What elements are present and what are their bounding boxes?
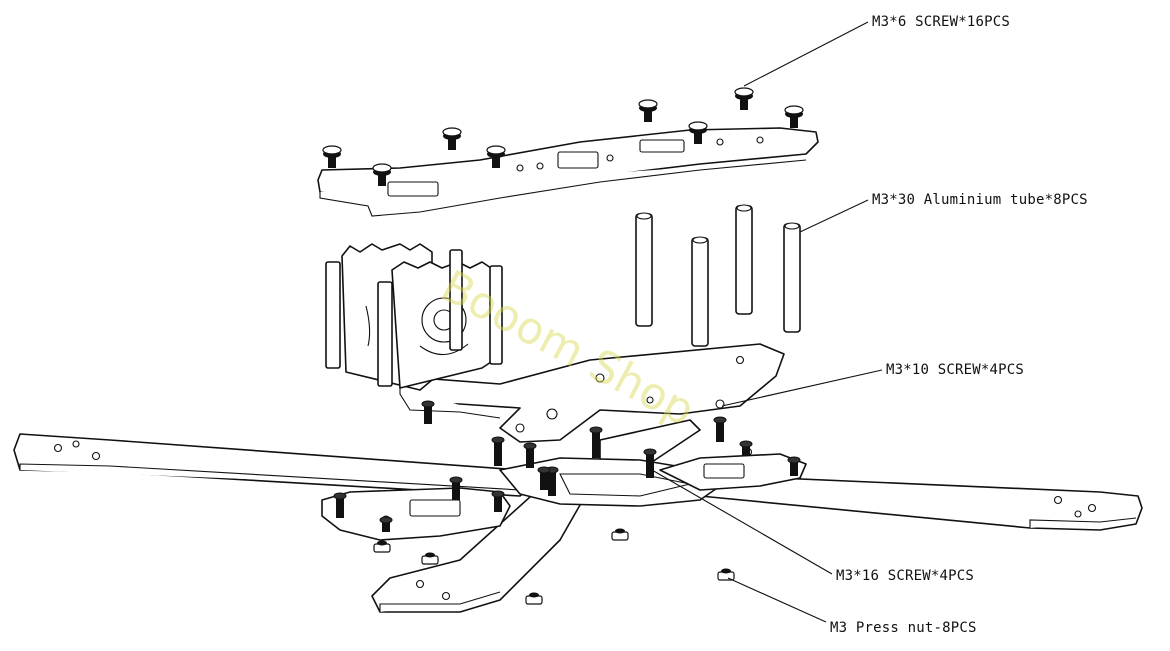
- leader-m3x10: [721, 369, 883, 407]
- m3x6-screw: [784, 105, 804, 128]
- black-screw: [739, 440, 753, 456]
- m3x6-screw: [442, 127, 462, 150]
- black-screw: [491, 490, 505, 512]
- aluminium-tubes: [635, 204, 801, 347]
- press-nut: [421, 552, 439, 565]
- black-screw: [379, 516, 393, 532]
- leader-press-nut: [727, 577, 827, 623]
- label-m3x6-screw: M3*6 SCREW*16PCS: [872, 14, 1010, 30]
- m3x6-screw: [372, 163, 392, 186]
- m3x6-screw: [486, 145, 506, 168]
- black-screw: [537, 466, 551, 490]
- bottom-frame: [13, 419, 1143, 613]
- black-screw: [589, 426, 603, 458]
- black-screw: [333, 492, 347, 518]
- black-screw: [491, 436, 505, 466]
- top-plate: [317, 127, 819, 217]
- m3x6-screw: [638, 99, 658, 122]
- leader-m3x6: [743, 21, 869, 87]
- black-screw: [713, 416, 727, 442]
- press-nut: [611, 528, 629, 541]
- black-screw: [523, 442, 537, 468]
- m3x6-screw: [734, 87, 754, 110]
- leader-tube: [799, 199, 869, 233]
- press-nut: [373, 540, 391, 553]
- black-screws: [333, 400, 801, 532]
- camera-side-plates: [325, 243, 503, 391]
- leader-m3x16: [651, 469, 833, 575]
- label-m3x16-screw: M3*16 SCREW*4PCS: [836, 568, 974, 584]
- leader-lines: [651, 21, 883, 623]
- press-nut: [525, 592, 543, 605]
- label-m3x10-screw: M3*10 SCREW*4PCS: [886, 362, 1024, 378]
- m3x6-screw: [322, 145, 342, 168]
- m3x6-screw: [688, 121, 708, 144]
- label-press-nut: M3 Press nut-8PCS: [830, 620, 977, 636]
- label-aluminium-tube: M3*30 Aluminium tube*8PCS: [872, 192, 1088, 208]
- press-nut: [717, 568, 735, 581]
- black-screw: [449, 476, 463, 500]
- black-screw: [787, 456, 801, 476]
- black-screw: [643, 448, 657, 478]
- m3x6-screws: [322, 87, 804, 186]
- press-nuts: [373, 528, 735, 605]
- black-screw: [421, 400, 435, 424]
